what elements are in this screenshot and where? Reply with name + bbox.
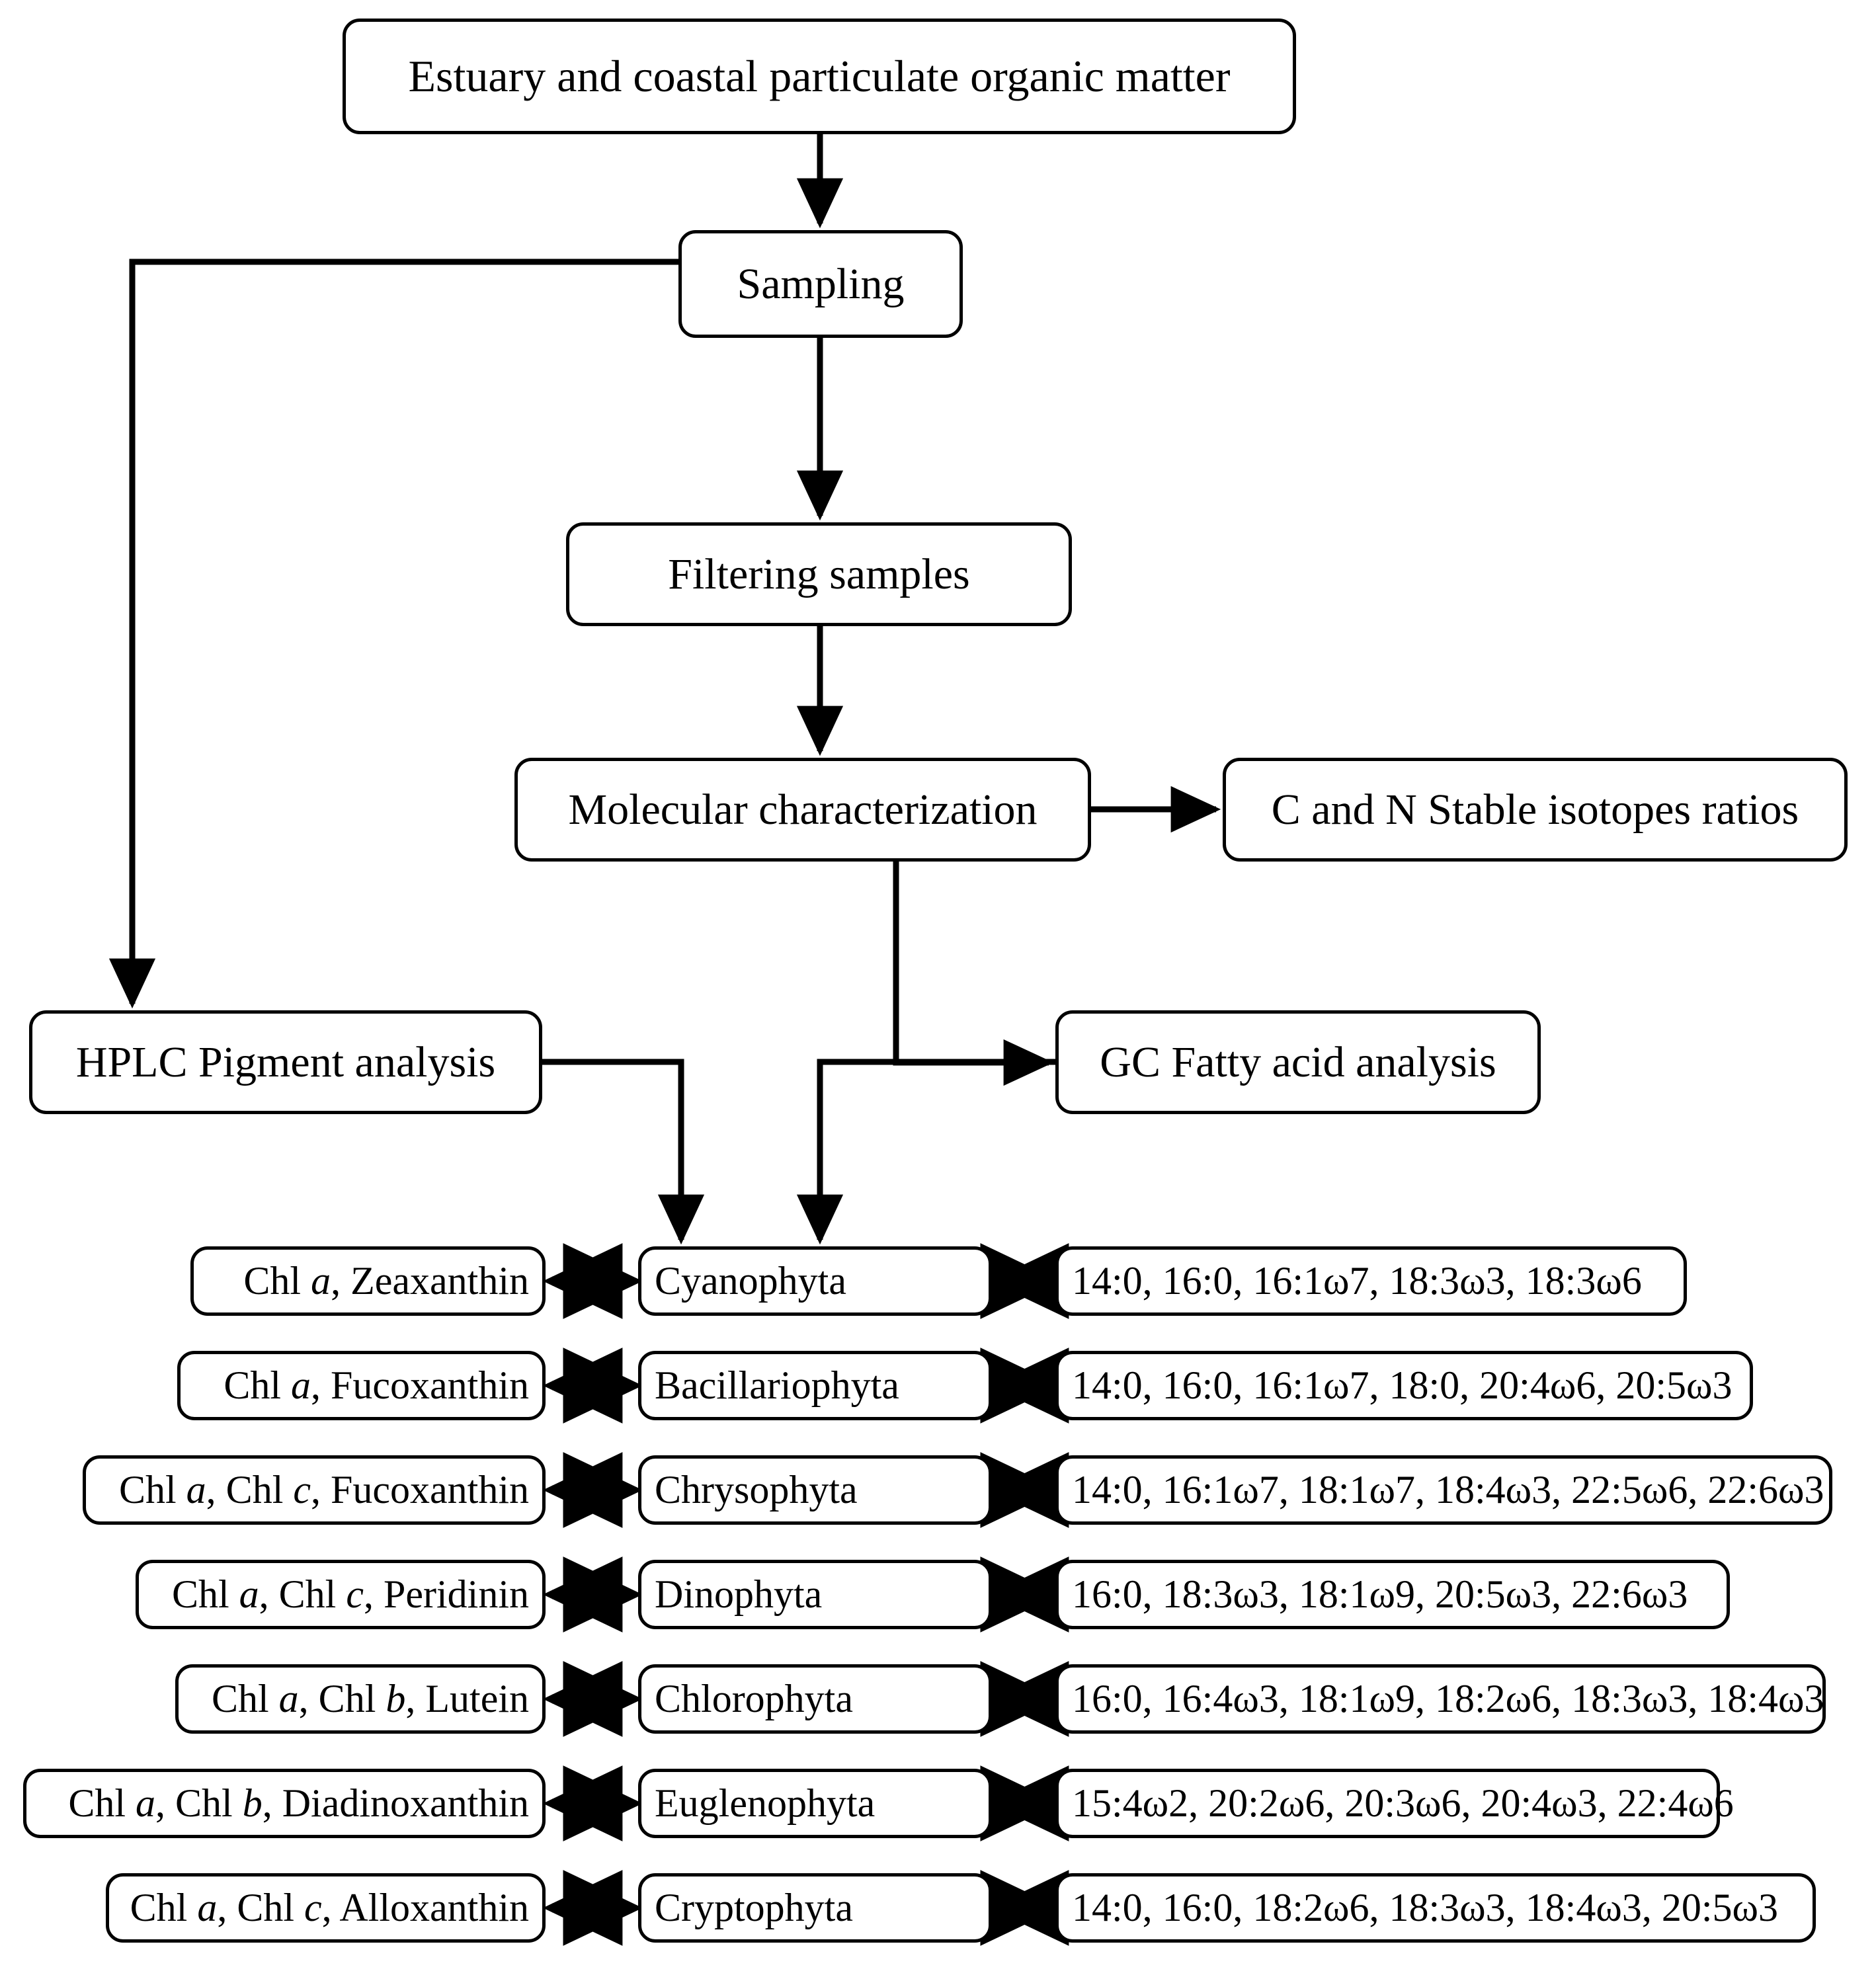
connector-hplc-to-groups — [542, 1059, 705, 1245]
node-hplc-pigment-analysis: HPLC Pigment analysis — [29, 1010, 542, 1114]
algae-group-label: Chrysophyta — [655, 1468, 858, 1512]
node-hplc-label: HPLC Pigment analysis — [75, 1037, 496, 1086]
pigment-label: Chl a, Chl c, Fucoxanthin — [118, 1468, 529, 1512]
algae-group-box: Bacillariophyta — [638, 1351, 992, 1420]
fatty-acid-box: 14:0, 16:1ω7, 18:1ω7, 18:4ω3, 22:5ω6, 22… — [1055, 1455, 1832, 1525]
algae-group-label: Chlorophyta — [655, 1677, 853, 1720]
node-sampling: Sampling — [678, 230, 963, 338]
fatty-acid-label: 15:4ω2, 20:2ω6, 20:3ω6, 20:4ω3, 22:4ω6 — [1072, 1781, 1734, 1825]
pigment-box: Chl a, Fucoxanthin — [177, 1351, 546, 1420]
pigment-box: Chl a, Chl c, Peridinin — [136, 1560, 546, 1629]
node-gc-label: GC Fatty acid analysis — [1100, 1037, 1496, 1086]
node-filtering: Filtering samples — [566, 522, 1072, 626]
node-filtering-label: Filtering samples — [668, 549, 970, 598]
algae-group-label: Dinophyta — [655, 1572, 823, 1616]
pigment-label: Chl a, Chl b, Diadinoxanthin — [68, 1781, 529, 1825]
node-gc-fatty-acid-analysis: GC Fatty acid analysis — [1055, 1010, 1541, 1114]
node-stable-isotopes: C and N Stable isotopes ratios — [1223, 758, 1848, 862]
algae-group-label: Cyanophyta — [655, 1259, 846, 1303]
algae-group-box: Cryptophyta — [638, 1873, 992, 1943]
connector-sampling-to-hplc — [108, 259, 678, 1009]
algae-group-box: Euglenophyta — [638, 1769, 992, 1838]
fatty-acid-label: 16:0, 18:3ω3, 18:1ω9, 20:5ω3, 22:6ω3 — [1072, 1572, 1688, 1616]
pigment-box: Chl a, Chl c, Fucoxanthin — [83, 1455, 546, 1525]
node-source: Estuary and coastal particulate organic … — [343, 19, 1296, 134]
pigment-label: Chl a, Fucoxanthin — [224, 1363, 529, 1407]
fatty-acid-label: 14:0, 16:0, 16:1ω7, 18:3ω3, 18:3ω6 — [1072, 1259, 1642, 1303]
pigment-label: Chl a, Chl c, Peridinin — [171, 1572, 529, 1616]
pigment-box: Chl a, Zeaxanthin — [190, 1246, 546, 1316]
algae-group-box: Chrysophyta — [638, 1455, 992, 1525]
node-molecular-label: Molecular characterization — [568, 785, 1038, 834]
fatty-acid-box: 16:0, 16:4ω3, 18:1ω9, 18:2ω6, 18:3ω3, 18… — [1055, 1664, 1826, 1734]
fatty-acid-box: 14:0, 16:0, 16:1ω7, 18:3ω3, 18:3ω6 — [1055, 1246, 1687, 1316]
fatty-acid-label: 14:0, 16:0, 18:2ω6, 18:3ω3, 18:4ω3, 20:5… — [1072, 1886, 1778, 1929]
algae-group-box: Chlorophyta — [638, 1664, 992, 1734]
fatty-acid-label: 14:0, 16:1ω7, 18:1ω7, 18:4ω3, 22:5ω6, 22… — [1072, 1468, 1824, 1512]
fatty-acid-box: 14:0, 16:0, 16:1ω7, 18:0, 20:4ω6, 20:5ω3 — [1055, 1351, 1753, 1420]
pigment-box: Chl a, Chl b, Diadinoxanthin — [23, 1769, 546, 1838]
fatty-acid-label: 16:0, 16:4ω3, 18:1ω9, 18:2ω6, 18:3ω3, 18… — [1072, 1677, 1824, 1720]
algae-group-box: Cyanophyta — [638, 1246, 992, 1316]
pigment-label: Chl a, Zeaxanthin — [243, 1259, 529, 1303]
pigment-label: Chl a, Chl c, Alloxanthin — [130, 1886, 529, 1929]
connector-molecular-to-gc — [893, 862, 1054, 1086]
fatty-acid-box: 14:0, 16:0, 18:2ω6, 18:3ω3, 18:4ω3, 20:5… — [1055, 1873, 1816, 1943]
fatty-acid-box: 16:0, 18:3ω3, 18:1ω9, 20:5ω3, 22:6ω3 — [1055, 1560, 1730, 1629]
algae-group-box: Dinophyta — [638, 1560, 992, 1629]
node-molecular-characterization: Molecular characterization — [514, 758, 1091, 862]
algae-group-label: Euglenophyta — [655, 1781, 876, 1825]
fatty-acid-box: 15:4ω2, 20:2ω6, 20:3ω6, 20:4ω3, 22:4ω6 — [1055, 1769, 1734, 1838]
node-isotopes-label: C and N Stable isotopes ratios — [1271, 785, 1799, 834]
node-source-label: Estuary and coastal particulate organic … — [408, 50, 1231, 101]
pigment-label: Chl a, Chl b, Lutein — [211, 1677, 529, 1720]
pigment-box: Chl a, Chl b, Lutein — [175, 1664, 546, 1734]
connector-gc-to-groups — [796, 1059, 1055, 1245]
node-sampling-label: Sampling — [737, 259, 905, 308]
pigment-box: Chl a, Chl c, Alloxanthin — [106, 1873, 546, 1943]
algae-group-label: Cryptophyta — [655, 1886, 853, 1929]
algae-group-label: Bacillariophyta — [655, 1363, 899, 1407]
fatty-acid-label: 14:0, 16:0, 16:1ω7, 18:0, 20:4ω6, 20:5ω3 — [1072, 1363, 1733, 1407]
